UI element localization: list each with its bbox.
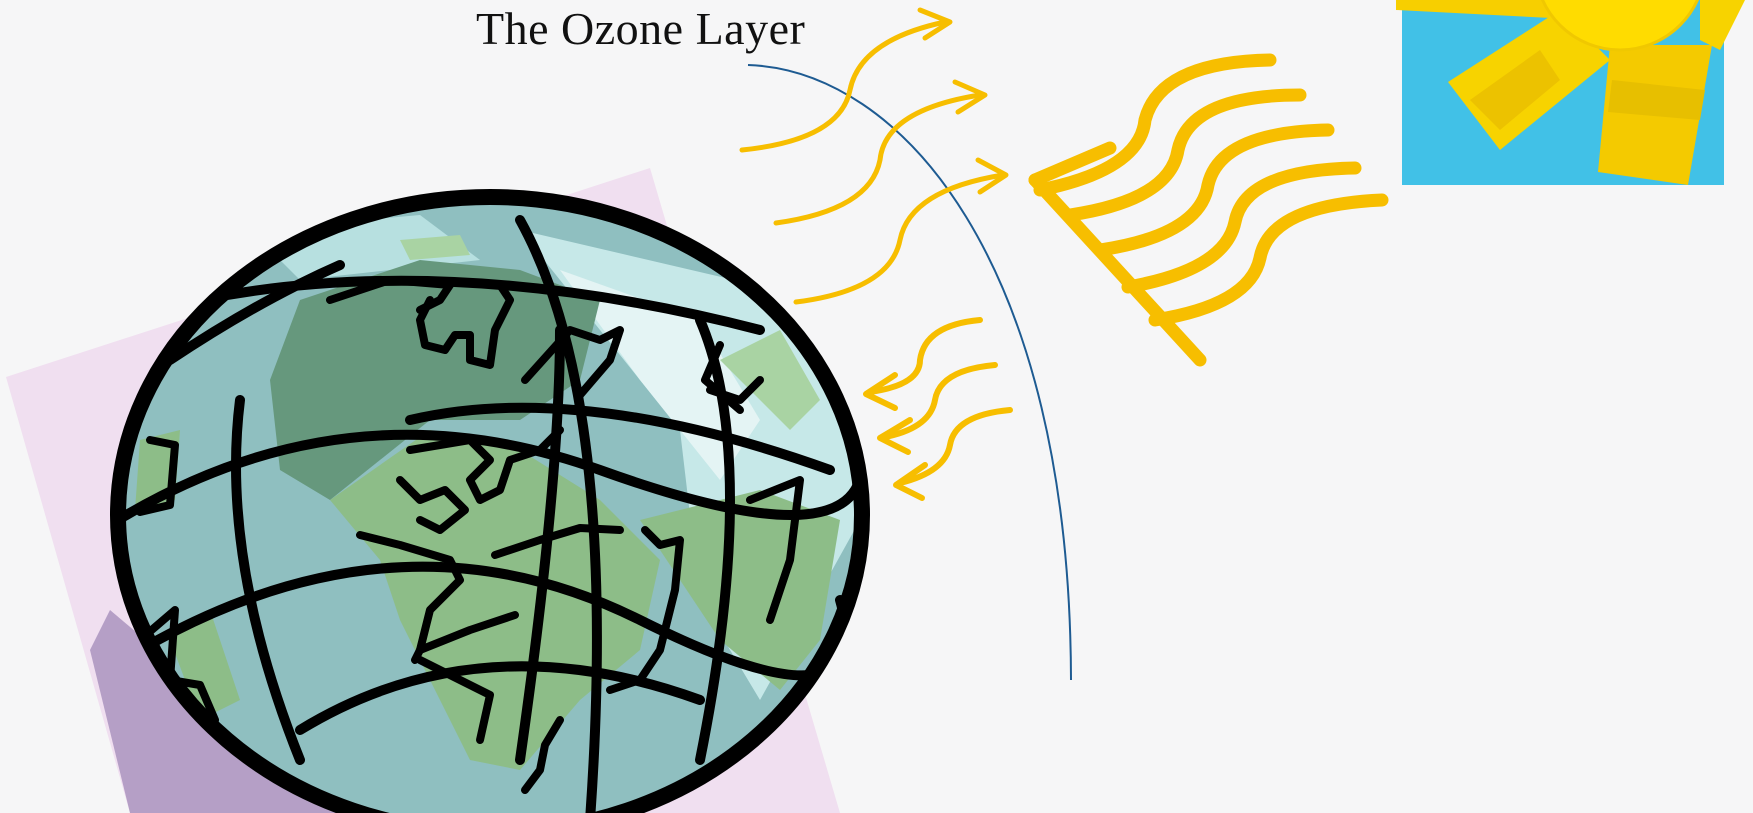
radiation-arrow-icon — [739, 7, 1009, 305]
globe-icon — [110, 189, 870, 813]
sun-icon — [1396, 0, 1745, 185]
ozone-layer-arc — [747, 64, 1072, 681]
sun-rays-icon — [1028, 53, 1389, 367]
slide-title: The Ozone Layer — [476, 3, 806, 54]
reflected-radiation-icon — [863, 317, 1013, 501]
